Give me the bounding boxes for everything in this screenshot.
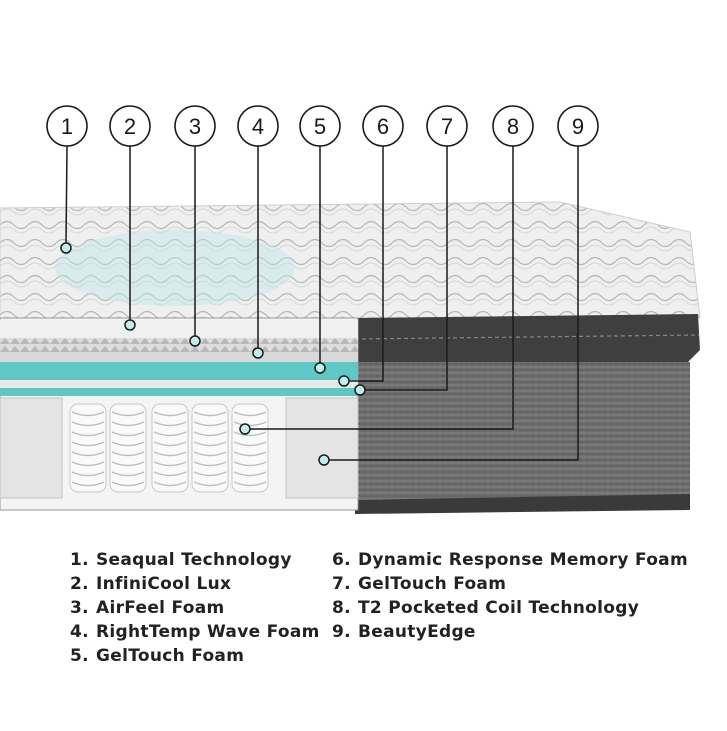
layer-airfeel — [0, 338, 358, 352]
layer-geltouch — [0, 362, 358, 380]
callout-dot — [189, 335, 201, 347]
side-panel — [355, 362, 690, 506]
quilted-top — [0, 201, 701, 323]
edge-foam-right — [285, 397, 359, 499]
edge-foam-left — [0, 397, 63, 499]
legend-number: 8. — [332, 598, 351, 618]
legend-item: 3. AirFeel Foam — [70, 596, 320, 620]
callout-badge-9: 9 — [557, 105, 599, 147]
callout-number: 8 — [507, 114, 519, 139]
callout-badge-7: 7 — [426, 105, 468, 147]
layer-geltouch-2 — [0, 388, 358, 396]
callout-badge-5: 5 — [299, 105, 341, 147]
callout-number: 9 — [572, 114, 584, 139]
leader-line — [328, 146, 579, 461]
cooling-zone — [55, 230, 295, 306]
legend-number: 2. — [70, 574, 89, 594]
legend-number: 9. — [332, 622, 351, 642]
callout-number: 3 — [189, 114, 201, 139]
legend-item: 8. T2 Pocketed Coil Technology — [332, 596, 688, 620]
callout-badge-4: 4 — [237, 105, 279, 147]
callout-dot — [252, 347, 264, 359]
coil — [151, 403, 189, 493]
legend-item: 1. Seaqual Technology — [70, 548, 320, 572]
leader-lines — [60, 145, 579, 466]
callout-dot — [60, 242, 72, 254]
callout-number: 5 — [314, 114, 326, 139]
legend-item: 9. BeautyEdge — [332, 620, 688, 644]
pillowtop-band — [355, 314, 700, 362]
callout-dot — [354, 384, 366, 396]
legend-label: T2 Pocketed Coil Technology — [358, 598, 640, 618]
legend-item: 6. Dynamic Response Memory Foam — [332, 548, 688, 572]
pocketed-coils — [69, 403, 269, 493]
legend-label: InfiniCool Lux — [96, 574, 232, 594]
legend-number: 1. — [70, 550, 89, 570]
callout-dot — [318, 454, 330, 466]
legend-label: Dynamic Response Memory Foam — [358, 550, 688, 570]
callout-number: 7 — [441, 114, 453, 139]
legend-label: BeautyEdge — [358, 622, 476, 642]
callout-dot — [314, 362, 326, 374]
leader-line — [249, 146, 514, 430]
callout-dot — [239, 423, 251, 435]
legend-number: 4. — [70, 622, 89, 642]
legend-number: 7. — [332, 574, 351, 594]
legend-label: AirFeel Foam — [96, 598, 225, 618]
legend-item: 2. InfiniCool Lux — [70, 572, 320, 596]
coil — [109, 403, 147, 493]
coil — [69, 403, 107, 493]
callout-badge-6: 6 — [362, 105, 404, 147]
coil — [191, 403, 229, 493]
legend-number: 3. — [70, 598, 89, 618]
legend-number: 6. — [332, 550, 351, 570]
leader-line — [348, 146, 384, 382]
layer-righttemp — [0, 352, 358, 362]
legend-left-column: 1. Seaqual Technology 2. InfiniCool Lux 3. Ai… — [70, 548, 320, 668]
callout-badge-1: 1 — [46, 105, 88, 147]
callout-number: 1 — [61, 114, 73, 139]
legend-item: 4. RightTemp Wave Foam — [70, 620, 320, 644]
legend-label: GelTouch Foam — [96, 646, 245, 666]
legend-right-column: 6. Dynamic Response Memory Foam 7. GelTouch… — [332, 548, 688, 644]
layer-memory-foam — [0, 380, 358, 388]
callout-number: 2 — [124, 114, 136, 139]
leader-line — [364, 146, 448, 391]
legend-label: RightTemp Wave Foam — [96, 622, 320, 642]
legend-label: GelTouch Foam — [358, 574, 507, 594]
callout-number: 4 — [252, 114, 264, 139]
leader-line — [65, 145, 68, 245]
coil — [231, 403, 269, 493]
legend-item: 5. GelTouch Foam — [70, 644, 320, 668]
legend-label: Seaqual Technology — [96, 550, 292, 570]
callout-badge-8: 8 — [492, 105, 534, 147]
callout-badge-2: 2 — [109, 105, 151, 147]
layer-infinicool — [0, 320, 358, 338]
callout-badges: 1 2 3 4 5 6 7 8 9 — [46, 105, 599, 147]
legend-item: 7. GelTouch Foam — [332, 572, 688, 596]
callout-dot — [124, 319, 136, 331]
callout-dot — [338, 375, 350, 387]
callout-number: 6 — [377, 114, 389, 139]
callout-badge-3: 3 — [174, 105, 216, 147]
legend-number: 5. — [70, 646, 89, 666]
